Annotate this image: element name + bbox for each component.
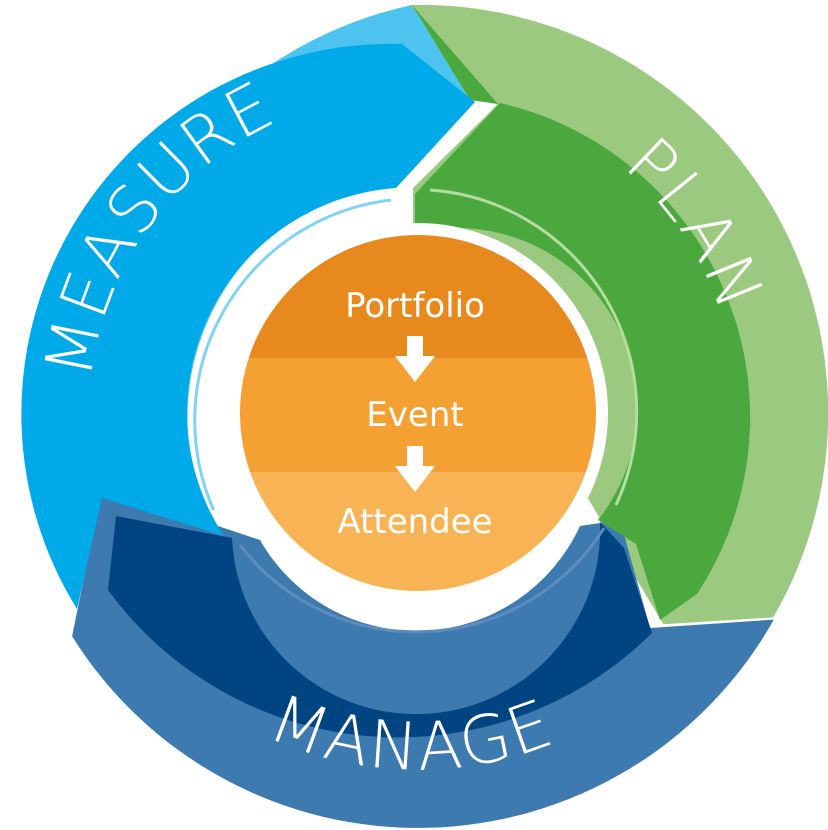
manage-segment-inner bbox=[108, 516, 652, 738]
core-label-portfolio: Portfolio bbox=[345, 286, 485, 326]
ring-highlights bbox=[193, 188, 639, 634]
measure-highlight bbox=[193, 198, 392, 511]
measure-segment-inner bbox=[21, 43, 476, 610]
arrow-down-icon bbox=[395, 446, 435, 492]
arrow-down-icon bbox=[395, 336, 435, 382]
core-arrows bbox=[395, 336, 435, 492]
ring-inner bbox=[21, 43, 751, 738]
plan-segment-inner bbox=[415, 103, 751, 620]
plan-arrow-tip bbox=[412, 5, 498, 104]
core-label-attendee: Attendee bbox=[337, 502, 492, 542]
core-label-event: Event bbox=[366, 395, 463, 435]
manage-highlight bbox=[238, 527, 606, 634]
plan-highlight bbox=[429, 188, 639, 506]
